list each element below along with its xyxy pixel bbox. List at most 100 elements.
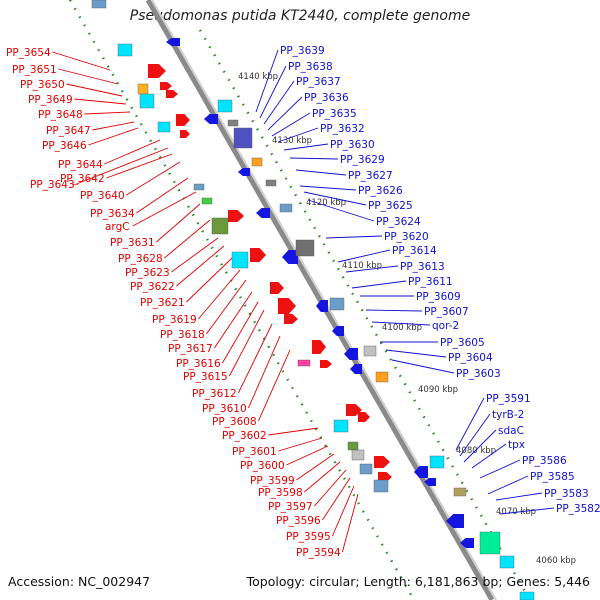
gene-label-pp_3609[interactable]: PP_3609 <box>416 291 461 303</box>
gene-label-pp_3591[interactable]: PP_3591 <box>486 393 531 405</box>
gene-label-pp_3646[interactable]: PP_3646 <box>42 140 87 152</box>
gene-arrow[interactable] <box>256 208 270 218</box>
gene-label-pp_3595[interactable]: PP_3595 <box>286 531 331 543</box>
gene-label-pp_3604[interactable]: PP_3604 <box>448 352 493 364</box>
gene-label-pp_3613[interactable]: PP_3613 <box>400 261 445 273</box>
gene-feature-box[interactable] <box>351 449 365 461</box>
gene-feature-box[interactable] <box>479 531 501 555</box>
gene-arrow[interactable] <box>424 478 436 486</box>
gene-label-pp_3639[interactable]: PP_3639 <box>280 45 325 57</box>
gene-feature-box[interactable] <box>201 197 213 205</box>
gene-label-pp_3635[interactable]: PP_3635 <box>312 108 357 120</box>
gene-arrow[interactable] <box>238 168 250 176</box>
gene-arrow[interactable] <box>166 90 178 98</box>
gene-feature-box[interactable] <box>193 183 205 191</box>
gene-label-pp_3649[interactable]: PP_3649 <box>28 94 73 106</box>
gene-label-pp_3607[interactable]: PP_3607 <box>424 306 469 318</box>
gene-feature-box[interactable] <box>157 121 171 133</box>
gene-feature-box[interactable] <box>295 239 315 257</box>
gene-feature-box[interactable] <box>333 419 349 433</box>
gene-label-pp_3624[interactable]: PP_3624 <box>376 216 421 228</box>
gene-label-pp_3634[interactable]: PP_3634 <box>90 208 135 220</box>
gene-label-pp_3586[interactable]: PP_3586 <box>522 455 567 467</box>
gene-feature-box[interactable] <box>279 203 293 213</box>
gene-feature-box[interactable] <box>453 487 467 497</box>
gene-arrow[interactable] <box>166 38 180 46</box>
gene-label-pp_3608[interactable]: PP_3608 <box>212 416 257 428</box>
gene-feature-box[interactable] <box>251 157 263 167</box>
gene-label-pp_3626[interactable]: PP_3626 <box>358 185 403 197</box>
gene-feature-box[interactable] <box>499 555 515 569</box>
gene-label-tpx[interactable]: tpx <box>508 439 525 451</box>
gene-feature-box[interactable] <box>375 371 389 383</box>
gene-feature-box[interactable] <box>217 99 233 113</box>
gene-label-pp_3643[interactable]: PP_3643 <box>30 179 75 191</box>
gene-label-pp_3651[interactable]: PP_3651 <box>12 64 57 76</box>
gene-label-pp_3610[interactable]: PP_3610 <box>202 403 247 415</box>
gene-label-pp_3628[interactable]: PP_3628 <box>118 253 163 265</box>
gene-label-pp_3654[interactable]: PP_3654 <box>6 47 51 59</box>
gene-feature-box[interactable] <box>359 463 373 475</box>
gene-label-pp_3631[interactable]: PP_3631 <box>110 237 155 249</box>
gene-label-pp_3594[interactable]: PP_3594 <box>296 547 341 559</box>
gene-label-pp_3625[interactable]: PP_3625 <box>368 200 413 212</box>
gene-label-pp_3629[interactable]: PP_3629 <box>340 154 385 166</box>
gene-arrow[interactable] <box>414 466 428 478</box>
gene-label-pp_3618[interactable]: PP_3618 <box>160 329 205 341</box>
gene-arrow[interactable] <box>460 538 474 548</box>
gene-label-pp_3617[interactable]: PP_3617 <box>168 343 213 355</box>
gene-label-tyrb-2[interactable]: tyrB-2 <box>492 409 524 421</box>
gene-label-pp_3597[interactable]: PP_3597 <box>268 501 313 513</box>
gene-feature-box[interactable] <box>373 479 389 493</box>
gene-label-pp_3596[interactable]: PP_3596 <box>276 515 321 527</box>
gene-feature-box[interactable] <box>227 119 239 127</box>
gene-label-pp_3601[interactable]: PP_3601 <box>232 446 277 458</box>
gene-label-pp_3600[interactable]: PP_3600 <box>240 460 285 472</box>
gene-label-pp_3636[interactable]: PP_3636 <box>304 92 349 104</box>
gene-label-pp_3585[interactable]: PP_3585 <box>530 471 575 483</box>
gene-label-pp_3627[interactable]: PP_3627 <box>348 170 393 182</box>
gene-label-pp_3598[interactable]: PP_3598 <box>258 487 303 499</box>
gene-label-pp_3647[interactable]: PP_3647 <box>46 125 91 137</box>
gene-label-pp_3583[interactable]: PP_3583 <box>544 488 589 500</box>
gene-arrow[interactable] <box>160 82 172 90</box>
gene-label-argc[interactable]: argC <box>105 221 130 233</box>
gene-label-sdac[interactable]: sdaC <box>498 425 524 437</box>
gene-label-pp_3611[interactable]: PP_3611 <box>408 276 453 288</box>
gene-label-pp_3642[interactable]: PP_3642 <box>60 173 105 185</box>
gene-feature-box[interactable] <box>139 93 155 109</box>
gene-feature-box[interactable] <box>231 251 249 269</box>
gene-feature-box[interactable] <box>117 43 133 57</box>
gene-feature-box[interactable] <box>211 217 229 235</box>
gene-label-pp_3619[interactable]: PP_3619 <box>152 314 197 326</box>
gene-arrow[interactable] <box>320 360 332 368</box>
gene-feature-box[interactable] <box>91 0 107 9</box>
gene-feature-box[interactable] <box>329 297 345 311</box>
gene-arrow[interactable] <box>176 114 190 126</box>
gene-feature-box[interactable] <box>265 179 277 187</box>
gene-label-pp_3650[interactable]: PP_3650 <box>20 79 65 91</box>
gene-arrow[interactable] <box>228 210 244 222</box>
gene-arrow[interactable] <box>250 248 266 262</box>
gene-feature-box[interactable] <box>137 83 149 95</box>
gene-arrow[interactable] <box>316 300 328 312</box>
gene-label-pp_3632[interactable]: PP_3632 <box>320 123 365 135</box>
gene-label-pp_3621[interactable]: PP_3621 <box>140 297 185 309</box>
gene-label-pp_3638[interactable]: PP_3638 <box>288 61 333 73</box>
gene-arrow[interactable] <box>350 364 362 374</box>
gene-label-qor-2[interactable]: qor-2 <box>432 320 459 332</box>
gene-label-pp_3582[interactable]: PP_3582 <box>556 503 600 515</box>
gene-arrow[interactable] <box>270 282 284 294</box>
gene-label-pp_3616[interactable]: PP_3616 <box>176 358 221 370</box>
gene-label-pp_3615[interactable]: PP_3615 <box>183 371 228 383</box>
gene-arrow[interactable] <box>180 130 190 138</box>
gene-label-pp_3640[interactable]: PP_3640 <box>80 190 125 202</box>
gene-arrow[interactable] <box>446 514 464 528</box>
gene-arrow[interactable] <box>148 64 166 78</box>
gene-label-pp_3612[interactable]: PP_3612 <box>192 388 237 400</box>
gene-arrow[interactable] <box>204 114 218 124</box>
gene-label-pp_3599[interactable]: PP_3599 <box>250 475 295 487</box>
gene-label-pp_3630[interactable]: PP_3630 <box>330 139 375 151</box>
gene-feature-box[interactable] <box>297 359 311 367</box>
gene-label-pp_3620[interactable]: PP_3620 <box>384 231 429 243</box>
